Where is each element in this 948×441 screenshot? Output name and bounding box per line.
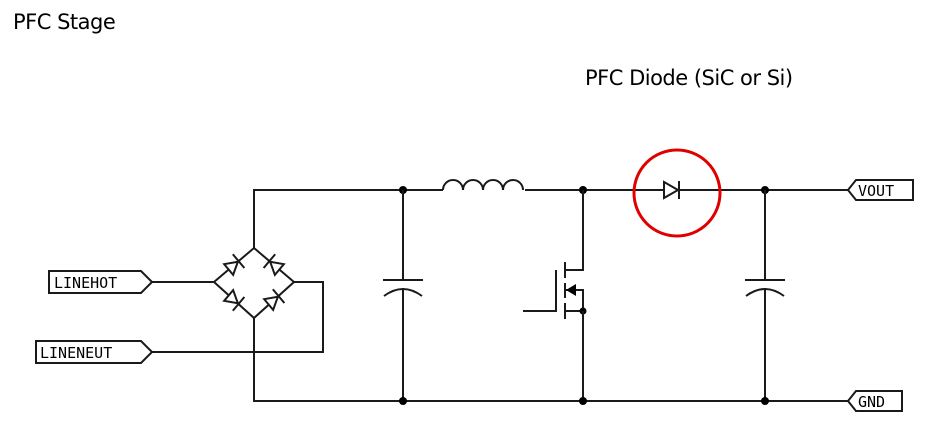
pfc-diode-annotation: PFC Diode (SiC or Si) (585, 66, 793, 90)
port-gnd: GND (846, 390, 903, 412)
junction-dot (579, 397, 587, 405)
bridge-diode-2 (262, 253, 286, 277)
junction-dot (761, 397, 769, 405)
bridge-diode-4 (262, 288, 286, 312)
port-linehot-label: LINEHOT (54, 274, 117, 292)
boost-inductor (442, 179, 524, 191)
port-lineneut-label: LINENEUT (40, 344, 112, 362)
output-capacitor (745, 186, 785, 405)
bridge-diode-1 (222, 253, 246, 277)
port-vout: VOUT (846, 179, 914, 201)
boost-mosfet (523, 186, 587, 405)
port-gnd-label: GND (858, 393, 885, 411)
top-rail (253, 189, 848, 248)
bridge-diode-3 (222, 288, 246, 312)
port-vout-label: VOUT (858, 182, 894, 200)
pfc-diode-highlight-circle (632, 148, 722, 238)
input-capacitor (383, 186, 423, 405)
pfc-diode (636, 180, 718, 200)
junction-dot (399, 397, 407, 405)
bridge-rectifier (212, 246, 296, 320)
diagram-title: PFC Stage (13, 10, 116, 34)
port-lineneut: LINENEUT (35, 281, 324, 364)
port-linehot: LINEHOT (48, 270, 214, 294)
bottom-rail (253, 318, 848, 402)
